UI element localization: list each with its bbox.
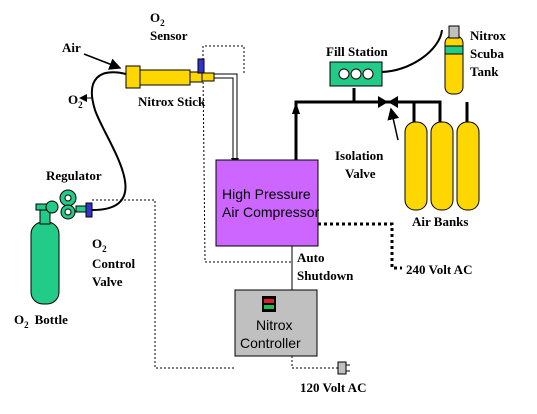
label-o2-control-valve-3: Valve: [92, 274, 123, 289]
stick-to-compressor-line: [214, 73, 238, 158]
label-isolation-valve-1: Isolation: [335, 148, 384, 163]
air-compressor[interactable]: [215, 159, 319, 247]
label-controller-2: Controller: [240, 335, 301, 351]
label-compressor-1: High Pressure: [222, 186, 311, 202]
o2-control-valve[interactable]: [85, 202, 93, 218]
power-plug-120v: [337, 361, 350, 375]
label-air-banks: Air Banks: [412, 214, 468, 229]
label-auto-shutdown-2: Shutdown: [297, 268, 354, 283]
air-banks[interactable]: [404, 121, 480, 211]
isolation-valve[interactable]: [378, 96, 398, 108]
label-240v: 240 Volt AC: [406, 262, 472, 277]
label-isolation-valve-2: Valve: [345, 166, 376, 181]
label-regulator: Regulator: [46, 168, 102, 183]
label-auto-shutdown-1: Auto: [297, 250, 324, 265]
label-compressor-2: Air Compressor: [222, 204, 320, 220]
o2-sensor[interactable]: [197, 58, 205, 74]
label-nitrox-tank-3: Tank: [470, 64, 499, 79]
label-o2-sensor-2: Sensor: [150, 28, 188, 43]
control-wiring: [92, 45, 338, 369]
nitrox-scuba-tank[interactable]: [444, 25, 464, 95]
label-nitrox-tank-2: Scuba: [470, 46, 504, 61]
nitrox-stick[interactable]: [125, 65, 215, 89]
wire-240v: [318, 222, 402, 270]
label-air: Air: [62, 40, 81, 55]
o2-bottle[interactable]: [30, 207, 60, 305]
label-nitrox-stick: Nitrox Stick: [138, 94, 206, 109]
fill-hose: [379, 29, 443, 73]
regulator[interactable]: [35, 189, 87, 220]
fill-station[interactable]: [329, 61, 383, 87]
label-nitrox-tank-1: Nitrox: [470, 28, 506, 43]
label-o2-control-valve-2: Control: [92, 256, 135, 271]
label-controller-1: Nitrox: [256, 317, 293, 333]
nitrox-controller[interactable]: [234, 289, 318, 357]
label-o2-inlet: O2: [68, 92, 83, 110]
label-o2-control-valve-1: O2: [92, 236, 107, 254]
high-pressure-line: [294, 100, 442, 160]
label-120v: 120 Volt AC: [300, 380, 366, 395]
label-fill-station: Fill Station: [326, 44, 389, 59]
o2-supply-hose: [90, 71, 127, 211]
label-o2-sensor: O2: [150, 10, 165, 28]
